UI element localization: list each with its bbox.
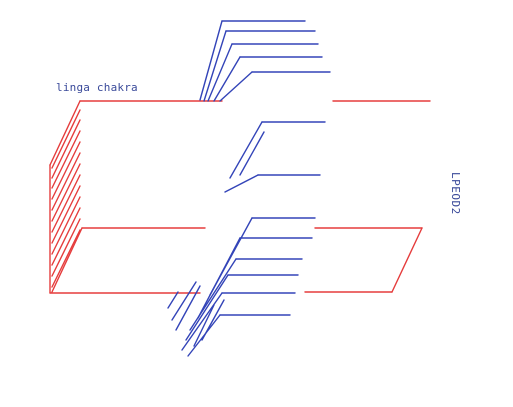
red-hatch-line <box>51 163 81 222</box>
blue-line <box>197 237 241 319</box>
blue-hatch-line <box>175 285 201 331</box>
blue-line <box>213 56 241 102</box>
red-hatch-line <box>51 130 81 189</box>
blue-hatch-line <box>193 304 215 347</box>
blue-line <box>229 121 263 179</box>
blue-line <box>207 43 233 102</box>
red-line <box>49 100 81 166</box>
red-hatch-line <box>51 229 81 288</box>
red-hatch-line <box>51 196 81 255</box>
blue-line <box>224 174 259 193</box>
red-hatch-line <box>51 119 81 179</box>
red-line <box>391 227 423 293</box>
blue-line <box>203 30 227 102</box>
red-hatch-line <box>51 218 81 277</box>
linga-chakra-label: linga chakra <box>56 81 138 94</box>
blue-line <box>219 71 253 102</box>
red-hatch-line <box>51 174 81 233</box>
blue-line <box>185 274 229 341</box>
blue-line-group <box>167 20 331 357</box>
blue-line <box>189 258 237 331</box>
red-hatch-line <box>51 141 81 200</box>
blue-line <box>239 131 265 176</box>
blue-hatch-line <box>167 291 179 309</box>
red-hatch-line <box>51 152 81 211</box>
blue-hatch-line <box>201 299 225 341</box>
red-line <box>51 227 83 293</box>
red-hatch-line <box>51 109 81 169</box>
red-hatch-line <box>51 185 81 244</box>
blue-line <box>181 292 223 351</box>
side-code-label: LPEOD2 <box>449 172 462 215</box>
red-hatch-line <box>51 207 81 266</box>
blue-hatch-line <box>171 281 197 321</box>
red-line-group <box>49 100 431 294</box>
blue-line <box>199 20 223 101</box>
